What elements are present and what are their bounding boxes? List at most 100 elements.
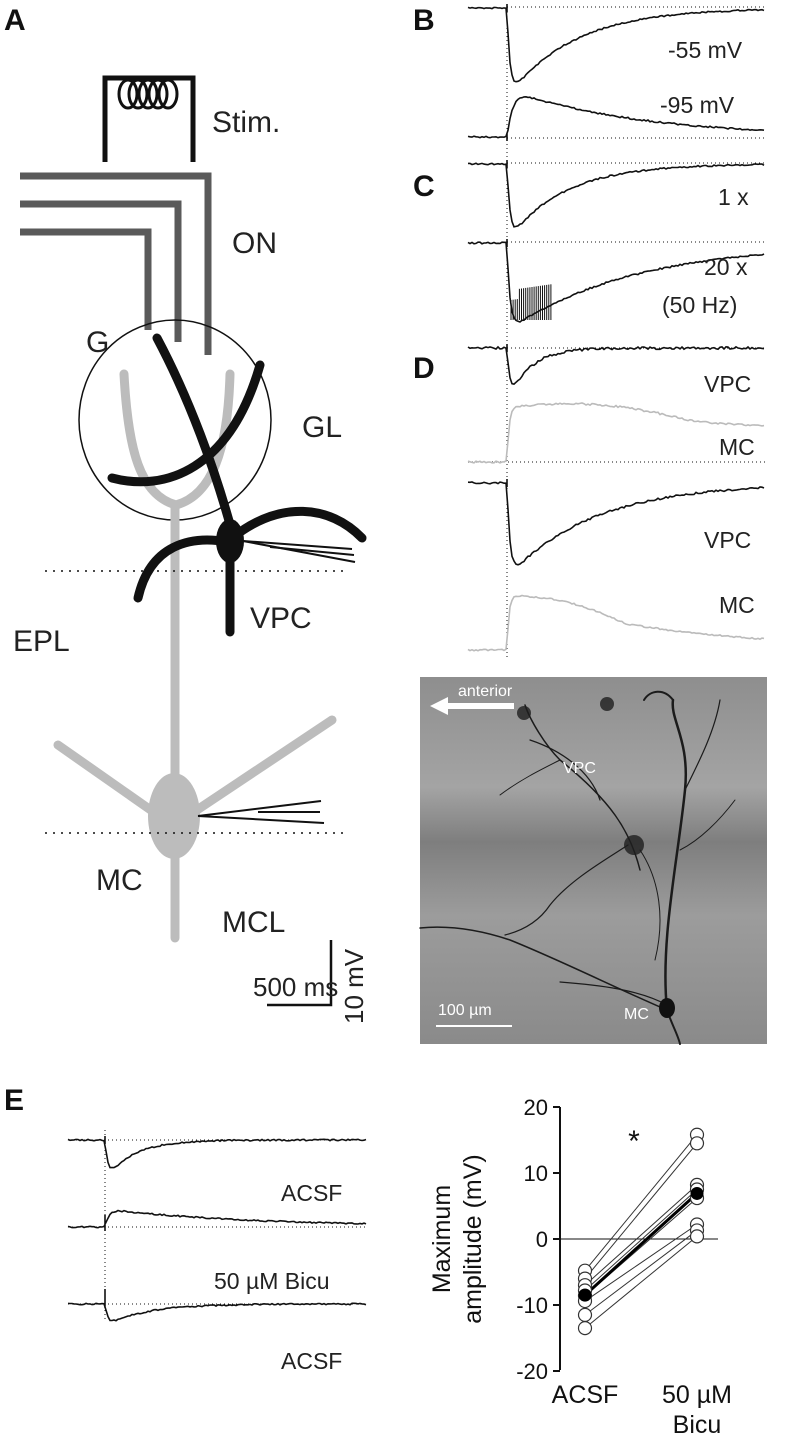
chart-x-label: Bicu <box>673 1411 722 1439</box>
chart-point-bicu <box>689 1136 705 1151</box>
epl-label: EPL <box>13 625 70 658</box>
on-label: ON <box>232 227 277 260</box>
filled-neurons <box>419 690 736 1045</box>
micrograph-anterior-label: anterior <box>458 683 513 700</box>
trace-c-1x-label: 1 x <box>718 184 749 210</box>
trace-e-acsf-1-label: ACSF <box>281 1180 342 1206</box>
chart-y-tick-label: 20 <box>524 1095 548 1120</box>
trace-c-1x <box>468 160 765 228</box>
vpc-basal-dendrite-right <box>227 506 367 543</box>
trace-b-55mv-label: -55 mV <box>668 37 743 63</box>
chart-paired-lines <box>583 1134 699 1329</box>
micrograph-mc-soma <box>659 998 675 1018</box>
micrograph-glomerular-tuft <box>517 706 531 720</box>
chart-y-tick-label: 0 <box>536 1227 548 1252</box>
chart-point-bicu <box>689 1229 705 1244</box>
chart-significance-asterisk: * <box>628 1125 640 1158</box>
chart-y-tick-label: -10 <box>516 1293 548 1318</box>
chart-y-ticks: -20 -10 0 10 20 <box>516 1095 560 1384</box>
mc-lateral-dendrite-left <box>53 740 170 825</box>
chart-paired-line <box>584 1224 698 1302</box>
vpc-glomerular-dendrite <box>107 360 265 487</box>
scale-bar-voltage: 10 mV <box>339 948 369 1024</box>
chart-paired-line <box>584 1184 698 1286</box>
chart-x-label: ACSF <box>552 1381 619 1409</box>
panel-c: C 1 x 20 x (50 Hz) <box>413 160 765 323</box>
trace-d-vpc-2 <box>467 479 765 566</box>
chart-point-acsf <box>577 1307 593 1323</box>
trace-d-vpc-1 <box>467 344 765 385</box>
trace-d-mc-2-label: MC <box>719 592 755 618</box>
chart-y-tick-label: -20 <box>516 1359 548 1384</box>
micrograph-vpc-label: VPC <box>563 760 596 777</box>
vpc-soma <box>216 519 244 563</box>
anterior-arrow-icon <box>430 697 514 715</box>
panel-a: A Stim. ON G GL <box>4 4 369 1024</box>
panel-c-letter: C <box>413 170 435 203</box>
panel-d-letter: D <box>413 352 435 385</box>
olfactory-nerve-axons <box>20 172 212 355</box>
stim-coil <box>117 78 179 110</box>
chart-paired-line <box>584 1142 698 1279</box>
panel-b-letter: B <box>413 4 435 37</box>
chart-point-acsf <box>577 1320 593 1336</box>
vpc-basal-dendrite-left <box>133 535 233 603</box>
chart-ylabel-line1: Maximum <box>428 1185 456 1293</box>
vpc-primary-dendrite <box>152 333 236 533</box>
stim-electrode-frame <box>102 75 196 162</box>
chart-paired-line <box>584 1134 698 1271</box>
mcl-label: MCL <box>222 906 285 939</box>
vpc-recording-electrode <box>242 540 356 563</box>
chart-ylabel-line2: amplitude (mV) <box>459 1154 487 1324</box>
chart-mean-point-acsf <box>578 1288 592 1302</box>
trace-e-acsf-2-label: ACSF <box>281 1348 342 1374</box>
micrograph: anterior VPC MC 100 µm <box>419 677 767 1045</box>
mc-label: MC <box>96 864 143 897</box>
chart-paired-line <box>584 1189 698 1291</box>
stimulus-artifacts-50hz <box>510 284 552 320</box>
chart-points <box>577 1127 705 1336</box>
trace-b-95mv <box>467 95 765 141</box>
trace-e-bicu <box>67 1209 367 1231</box>
panel-d: D VPC MC VPC MC <box>413 344 765 652</box>
stimulation-electrode <box>102 75 196 162</box>
trace-b-95mv-label: -95 mV <box>660 92 735 118</box>
mc-lateral-dendrite-right <box>180 715 337 823</box>
vpc-label: VPC <box>250 602 312 635</box>
mc-soma <box>148 773 200 859</box>
chart-paired-line <box>584 1230 698 1316</box>
chart-y-tick-label: 10 <box>524 1161 548 1186</box>
trace-d-mc-1-label: MC <box>719 434 755 460</box>
panel-e-letter: E <box>4 1084 24 1117</box>
trace-d-mc-2 <box>467 594 765 652</box>
g-label: G <box>86 326 109 359</box>
trace-b-55mv <box>467 4 765 83</box>
trace-c-20x-label: 20 x <box>704 254 748 280</box>
trace-e-acsf-1 <box>67 1136 367 1169</box>
chart-paired-line <box>584 1235 698 1329</box>
micrograph-mc-label: MC <box>624 1006 649 1023</box>
mitral-cell <box>53 369 337 943</box>
micrograph-scale-label: 100 µm <box>438 1002 492 1019</box>
trace-e-bicu-label: 50 µM Bicu <box>214 1268 330 1294</box>
chart-x-label: 50 µM <box>662 1381 732 1409</box>
scale-bar-time: 500 ms <box>253 972 338 1002</box>
gl-label: GL <box>302 411 342 444</box>
micrograph-glomerular-tuft <box>600 697 614 711</box>
scale-bar: 500 ms 10 mV <box>253 940 369 1024</box>
panel-b: B -55 mV -95 mV <box>413 4 765 141</box>
trace-c-20x <box>467 239 765 323</box>
panel-e: E ACSF 50 µM Bicu ACSF <box>4 1084 367 1374</box>
chart-mean-line <box>583 1192 699 1297</box>
trace-c-20x-frequency-label: (50 Hz) <box>662 292 737 318</box>
trace-d-mc-1 <box>467 402 765 464</box>
chart-mean-point-bicu <box>690 1186 704 1200</box>
stim-label: Stim. <box>212 106 280 139</box>
trace-d-vpc-2-label: VPC <box>704 527 751 553</box>
trace-e-acsf-2 <box>67 1289 367 1322</box>
mc-recording-electrode <box>197 800 325 824</box>
trace-d-vpc-1-label: VPC <box>704 371 751 397</box>
